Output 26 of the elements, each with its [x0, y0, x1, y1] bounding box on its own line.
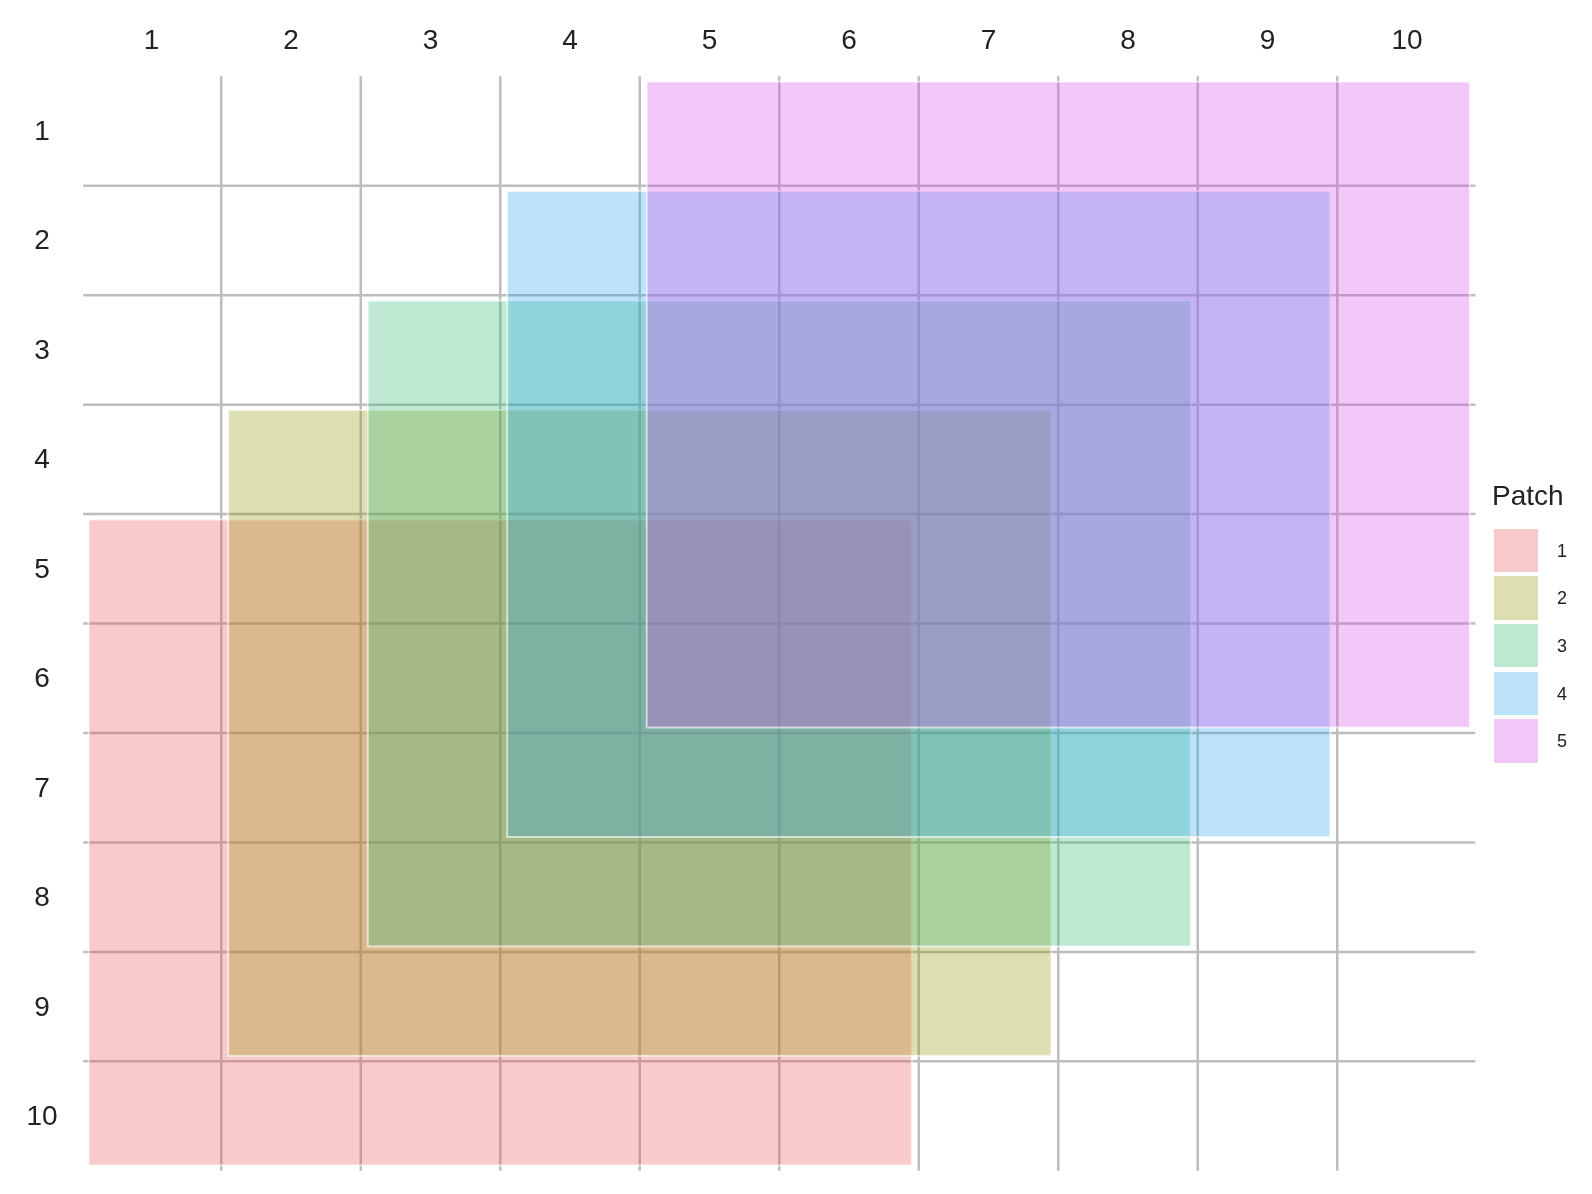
row-number: 9 — [34, 992, 50, 1021]
column-number: 9 — [1259, 26, 1276, 54]
row-number: 3 — [34, 335, 50, 364]
column-number: 4 — [562, 26, 578, 54]
column-number: 1 — [143, 26, 160, 54]
row-number: 1 — [34, 117, 50, 145]
row-number: 8 — [34, 883, 50, 912]
legend-label: 4 — [1557, 684, 1567, 703]
column-number: 2 — [283, 26, 299, 54]
column-number: 8 — [1120, 26, 1136, 54]
legend-label: 2 — [1557, 589, 1567, 608]
column-number: 6 — [841, 26, 857, 54]
column-number: 10 — [1391, 26, 1423, 54]
row-number: 4 — [34, 445, 50, 474]
column-number: 3 — [422, 26, 439, 54]
row-number: 7 — [34, 773, 50, 802]
column-number: 5 — [701, 26, 718, 54]
legend-title: Patch — [1492, 482, 1564, 510]
row-number: 2 — [34, 226, 50, 255]
legend-label: 3 — [1557, 636, 1567, 655]
row-number: 5 — [34, 554, 50, 583]
legend-label: 1 — [1557, 541, 1567, 560]
column-number: 7 — [980, 26, 997, 54]
legend-label: 5 — [1557, 732, 1567, 751]
row-number: 10 — [26, 1102, 58, 1131]
row-number: 6 — [34, 664, 50, 693]
